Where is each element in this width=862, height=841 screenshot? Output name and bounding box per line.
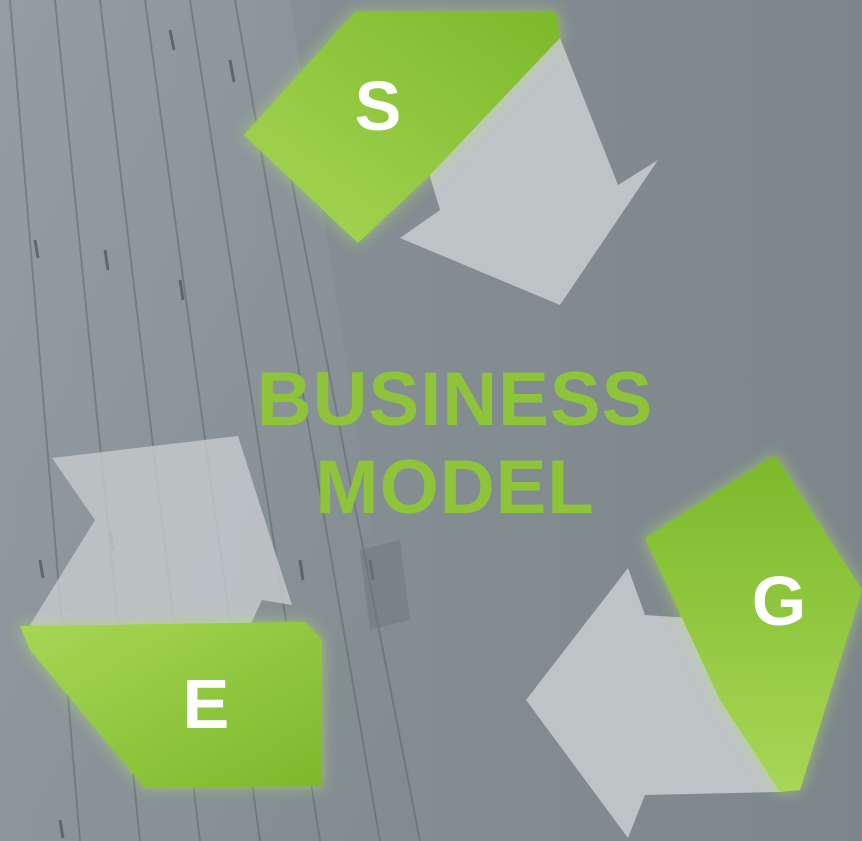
segment-letter-g: G bbox=[751, 562, 807, 640]
segment-letter-e: E bbox=[182, 665, 230, 743]
arrow-gray-s bbox=[400, 38, 658, 305]
segment-letter-s: S bbox=[354, 67, 402, 145]
center-title-line-2: MODEL bbox=[315, 445, 595, 530]
arrow-gray-e bbox=[30, 436, 292, 630]
center-title-line-1: BUSINESS bbox=[256, 357, 654, 442]
arrow-gray-g bbox=[526, 568, 780, 838]
arrow-green-e bbox=[20, 622, 322, 788]
arrow-green-s bbox=[244, 12, 560, 243]
arrow-green-g bbox=[645, 455, 862, 792]
center-title: BUSINESS MODEL bbox=[230, 356, 680, 532]
